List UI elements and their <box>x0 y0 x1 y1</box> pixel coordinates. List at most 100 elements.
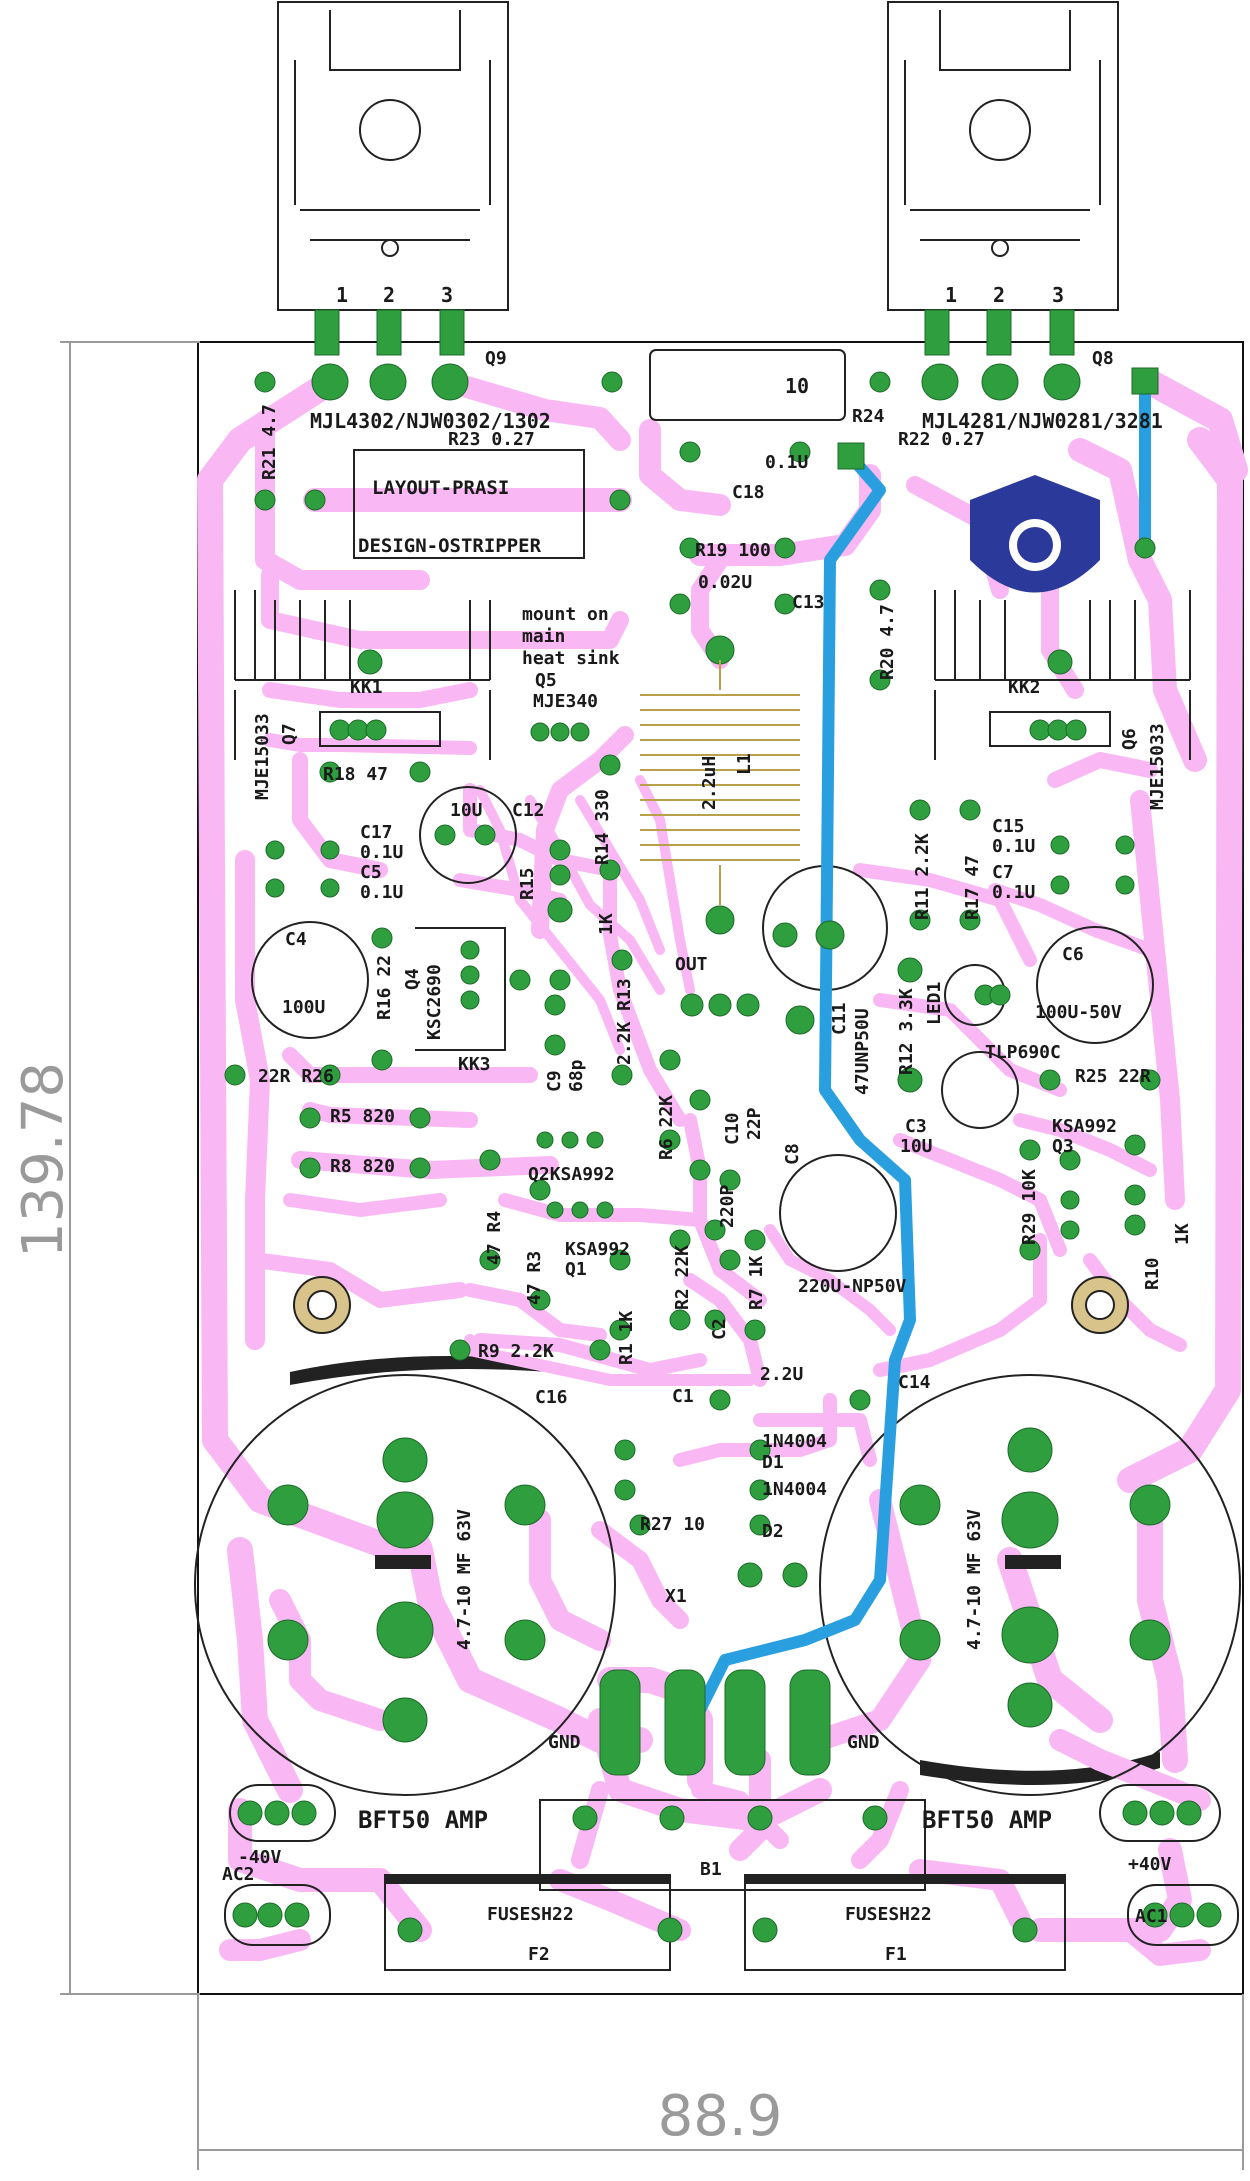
d1-part: 1N4004 <box>762 1431 827 1452</box>
c15-ref: C15 <box>992 816 1025 837</box>
r3-label: 47 R3 <box>524 1251 545 1305</box>
q5-ref: Q5 <box>535 670 557 691</box>
q8-pin-1: 1 <box>945 283 957 307</box>
r1-label: R1 1K <box>616 1311 637 1365</box>
r15-value: 1K <box>596 913 617 935</box>
c16-shade <box>290 1356 550 1385</box>
r17-label: R17 47 <box>962 855 983 920</box>
r16-label: R16 22 <box>374 955 395 1020</box>
gnd-left: GND <box>548 1732 581 1753</box>
c10-value: 22P <box>744 1107 765 1140</box>
r4-label: 47 R4 <box>484 1211 505 1265</box>
q9-ref: Q9 <box>485 348 507 369</box>
q6-ref: Q6 <box>1119 728 1140 750</box>
mount-note-3: heat sink <box>522 648 620 669</box>
r29-label: R29 10K <box>1019 1169 1040 1245</box>
dimension-lines <box>60 341 1244 2170</box>
mount-note-1: mount on <box>522 604 609 625</box>
r10-label: R10 <box>1142 1257 1163 1290</box>
led1-label: LED1 <box>924 982 945 1025</box>
c11-value: 47UNP50U <box>852 1008 873 1095</box>
c14-stripe <box>1005 1555 1061 1569</box>
q4-part: KSC2690 <box>424 964 445 1040</box>
f2-part: FUSESH22 <box>487 1904 574 1925</box>
c9-value: 68p <box>566 1059 587 1092</box>
x1-label: X1 <box>665 1586 687 1607</box>
design-credit: DESIGN-OSTRIPPER <box>358 535 542 557</box>
r23-label: R23 0.27 <box>448 429 535 450</box>
lion-logo <box>970 475 1100 593</box>
r11-label: R11 2.2K <box>912 833 933 920</box>
d1-ref: D1 <box>762 1452 784 1473</box>
mounting-holes <box>293 1276 1129 1334</box>
width-dimension: 88.9 <box>658 2084 783 2149</box>
height-dimension: 139.78 <box>11 1062 76 1258</box>
c14-value: 4.7-10 MF 63V <box>964 1509 985 1650</box>
l1-value: 2.2uH <box>699 756 720 810</box>
tlp-label: TLP690C <box>985 1042 1061 1063</box>
c4-value: 100U <box>282 997 325 1018</box>
q8-pin-2: 2 <box>993 283 1005 307</box>
c5-value: 0.1U <box>360 882 403 903</box>
mount-note-2: main <box>522 626 565 647</box>
r15-label: R15 <box>517 867 538 900</box>
d2-ref: D2 <box>762 1521 784 1542</box>
c7-ref: C7 <box>992 862 1014 883</box>
l1-ref: L1 <box>734 753 755 775</box>
q1-part: KSA992 <box>565 1239 630 1260</box>
r26-label: 22R R26 <box>258 1066 334 1087</box>
q9-pin-1: 1 <box>336 283 348 307</box>
r14-label: R14 330 <box>592 789 613 865</box>
c18-value: 0.1U <box>765 452 808 473</box>
title-left: BFT50 AMP <box>358 1806 488 1834</box>
kk3-label: KK3 <box>458 1054 491 1075</box>
q5-part: MJE340 <box>533 691 598 712</box>
c14-ref: C14 <box>898 1372 931 1393</box>
q2-ref-part: Q2KSA992 <box>528 1164 615 1185</box>
c8-value: 220U-NP50V <box>798 1276 907 1297</box>
gnd-right: GND <box>847 1732 880 1753</box>
c7-value: 0.1U <box>992 882 1035 903</box>
q4-ref: Q4 <box>402 968 423 990</box>
q7-part: MJE15033 <box>252 713 273 800</box>
r5-label: R5 820 <box>330 1106 395 1127</box>
title-right: BFT50 AMP <box>922 1806 1052 1834</box>
c11-ref: C11 <box>829 1002 850 1035</box>
q3-part: KSA992 <box>1052 1116 1117 1137</box>
r18-label: R18 47 <box>323 764 388 785</box>
q1-ref: Q1 <box>565 1259 587 1280</box>
d2-part: 1N4004 <box>762 1479 827 1500</box>
q8-part: MJL4281/NJW0281/3281 <box>922 409 1163 433</box>
c13-ref: C13 <box>792 592 825 613</box>
c16-ref: C16 <box>535 1387 568 1408</box>
c6-value: 100U-50V <box>1035 1002 1122 1023</box>
c8-ref: C8 <box>782 1143 803 1165</box>
r9-label: R9 2.2K <box>478 1341 554 1362</box>
q8-pin-3: 3 <box>1052 283 1064 307</box>
fuse-holder-right-bar <box>745 1876 1065 1884</box>
out-label: OUT <box>675 954 708 975</box>
c16-stripe <box>375 1555 431 1569</box>
r12-label: R12 3.3K <box>896 988 917 1075</box>
b1-label: B1 <box>700 1859 722 1880</box>
q6-part: MJE15033 <box>1147 723 1168 810</box>
silkscreen-outlines <box>194 1 1241 1971</box>
c3-ref: C3 <box>905 1116 927 1137</box>
q2-part: KSA992 <box>550 1164 615 1185</box>
c1-value: 2.2U <box>760 1364 803 1385</box>
q8-ref: Q8 <box>1092 348 1114 369</box>
f1-ref: F1 <box>885 1944 907 1965</box>
c10-ref: C10 <box>722 1112 743 1145</box>
q2-ref: Q2 <box>528 1164 550 1185</box>
c4-ref: C4 <box>285 929 307 950</box>
r25-label: R25 22R <box>1075 1066 1151 1087</box>
r24-value: 10 <box>785 374 809 398</box>
q3-ref: Q3 <box>1052 1136 1074 1157</box>
r22-label: R22 0.27 <box>898 429 985 450</box>
c15-value: 0.1U <box>992 836 1035 857</box>
c13-value: 0.02U <box>698 572 752 593</box>
blue-jumper-wire <box>689 446 916 1723</box>
r21-label: R21 4.7 <box>259 404 280 480</box>
q9-part: MJL4302/NJW0302/1302 <box>310 409 551 433</box>
c17-ref: C17 <box>360 822 393 843</box>
